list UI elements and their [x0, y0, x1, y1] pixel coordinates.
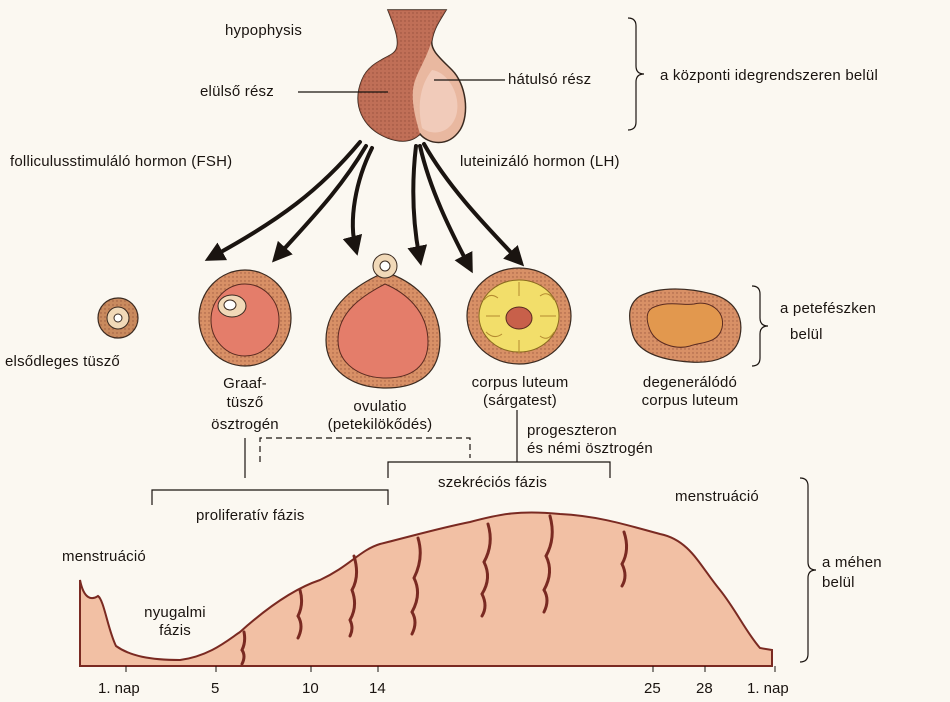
resting-phase-line2: fázis: [130, 622, 220, 639]
cns-bracket: [628, 18, 644, 130]
anterior-lobe-label: elülső rész: [200, 83, 274, 100]
primary-follicle-label: elsődleges tüsző: [5, 353, 120, 370]
pituitary-title: hypophysis: [225, 22, 302, 39]
ovary-region-line2: belül: [790, 326, 823, 343]
day-label: 5: [211, 680, 219, 697]
corpus-luteum: [467, 268, 571, 364]
ovary-region-line1: a petefészken: [780, 300, 876, 317]
proliferative-bracket: [152, 490, 388, 505]
corpus-luteum-label-line2: (sárgatest): [455, 392, 585, 409]
estrogen-label: ösztrogén: [200, 416, 290, 433]
uterus-region-line1: a méhen: [822, 554, 882, 571]
graafian-label-line2: tüsző: [205, 394, 285, 411]
degenerating-corpus-luteum: [630, 289, 741, 362]
day-label: 14: [369, 680, 386, 697]
primary-follicle: [98, 298, 138, 338]
day-label: 28: [696, 680, 713, 697]
graafian-label-line1: Graaf-: [205, 375, 285, 392]
fsh-arrows: [210, 142, 372, 258]
progesterone-label-line1: progeszteron: [527, 422, 617, 439]
ovary-bracket: [752, 286, 768, 366]
corpus-luteum-label-line1: corpus luteum: [455, 374, 585, 391]
uterus-region-line2: belül: [822, 574, 855, 591]
day-label: 10: [302, 680, 319, 697]
degenerating-label-line1: degenerálódó: [620, 374, 760, 391]
cns-region-label: a központi idegrendszeren belül: [660, 67, 878, 84]
ovulating-follicle: [326, 254, 440, 388]
fsh-label: folliculusstimuláló hormon (FSH): [10, 153, 232, 170]
degenerating-label-line2: corpus luteum: [620, 392, 760, 409]
ovulation-label-line1: ovulatio: [320, 398, 440, 415]
ovulation-dashed-bracket: [260, 438, 470, 462]
secretory-phase-label: szekréciós fázis: [438, 474, 547, 491]
menstruation-right-label: menstruáció: [675, 488, 759, 505]
posterior-lobe-label: hátulsó rész: [508, 71, 591, 88]
proliferative-phase-label: proliferatív fázis: [196, 507, 305, 524]
progesterone-label-line2: és némi ösztrogén: [527, 440, 653, 457]
uterus-bracket: [800, 478, 816, 662]
pituitary-gland: [358, 10, 465, 143]
lh-label: luteinizáló hormon (LH): [460, 153, 620, 170]
graafian-follicle: [199, 270, 291, 366]
day-label: 1. nap: [747, 680, 789, 697]
day-label: 25: [644, 680, 661, 697]
ovulation-label-line2: (petekilökődés): [308, 416, 452, 433]
day-label: 1. nap: [98, 680, 140, 697]
menstruation-left-label: menstruáció: [62, 548, 146, 565]
resting-phase-line1: nyugalmi: [130, 604, 220, 621]
endometrium-profile: [80, 512, 772, 666]
